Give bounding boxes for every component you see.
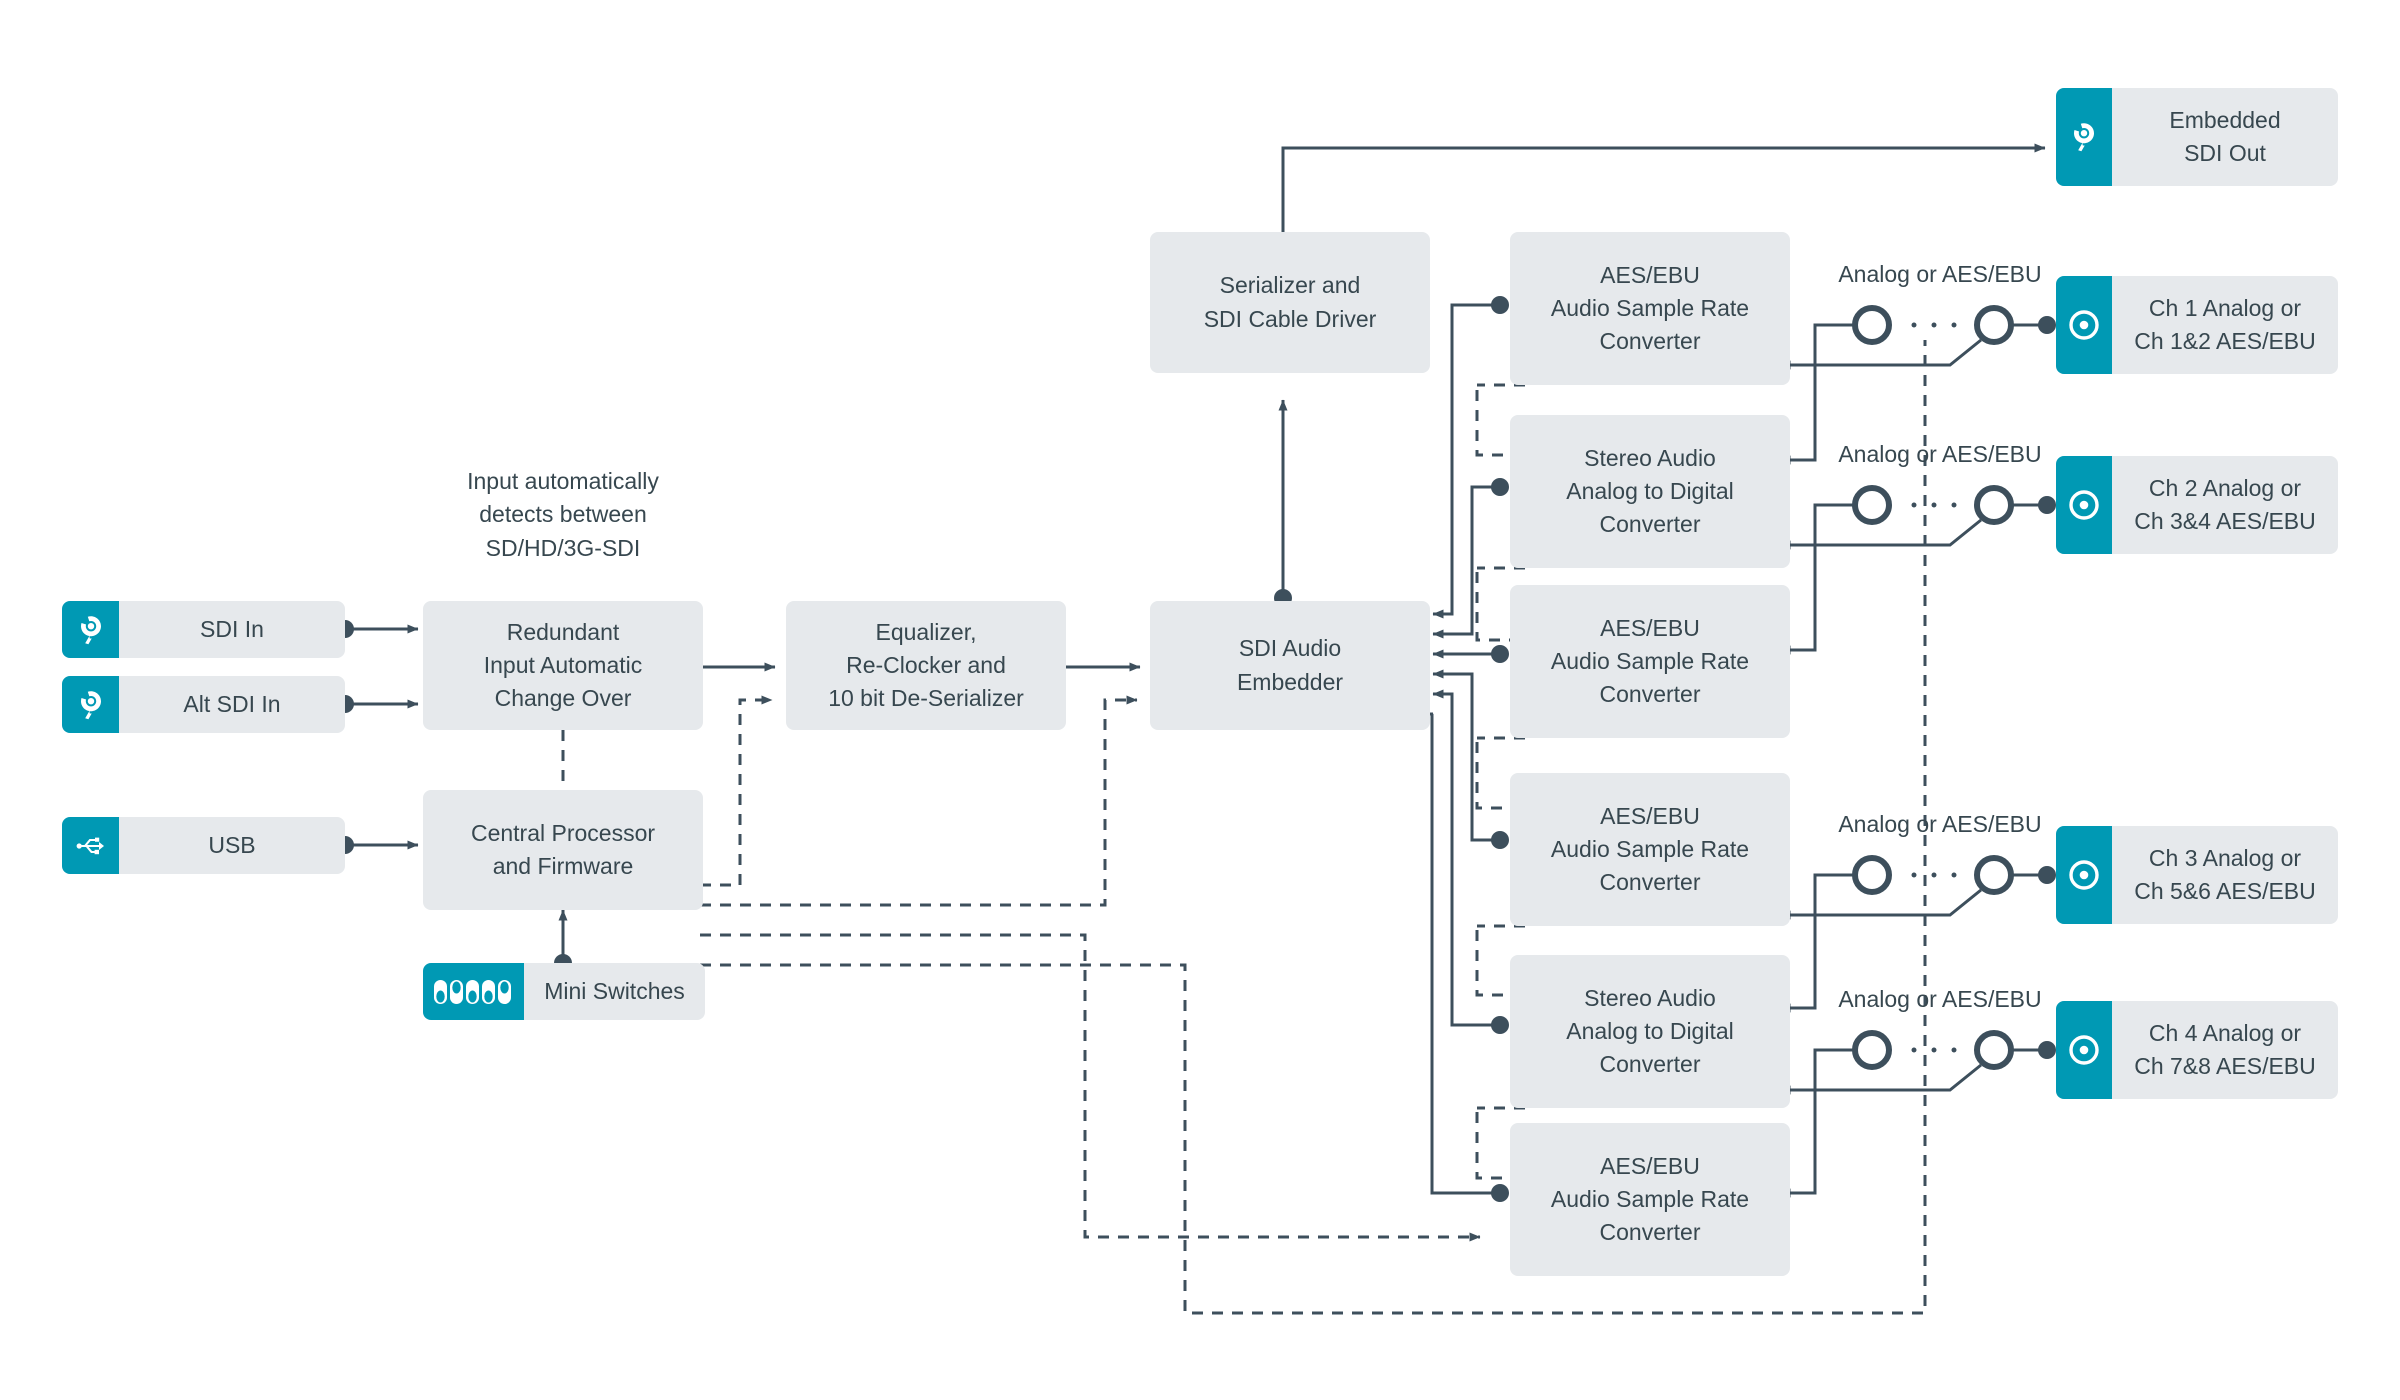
block-converter-4[interactable]: AES/EBU Audio Sample Rate Converter [1510,773,1790,926]
block-line: 10 bit De-Serializer [828,685,1024,712]
block-line: Redundant [506,618,620,645]
block-line: Embedder [1236,668,1344,695]
block-line: Converter [1599,869,1701,896]
input-label: Alt SDI In [119,676,345,733]
block-line: Audio Sample Rate [1550,294,1750,321]
output-line: SDI Out [2184,140,2266,166]
mini-switches-label-wrap: Mini Switches [524,963,705,1020]
input-usb-label: USB [208,832,256,859]
audio-channel-ch3[interactable]: Ch 3 Analog or Ch 5&6 AES/EBU [2056,826,2338,924]
block-line: Analog to Digital [1566,477,1734,504]
block-line: Central Processor [470,819,656,846]
output-embedded-sdi-out[interactable]: Embedded SDI Out [2056,88,2338,186]
sdi-connector-icon [62,676,119,733]
block-converter-6[interactable]: AES/EBU Audio Sample Rate Converter [1510,1123,1790,1276]
audio-connector-icon [2056,456,2112,554]
block-line: Converter [1599,681,1701,708]
input-alt-sdi-in[interactable]: Alt SDI In [62,676,345,733]
audio-channel-line: Ch 5&6 AES/EBU [2134,878,2316,904]
audio-connector-icon [2056,276,2112,374]
mini-switches[interactable]: Mini Switches [423,963,705,1020]
caption-line: detects between [479,501,647,528]
block-equalizer[interactable]: Equalizer, Re-Clocker and 10 bit De-Seri… [786,601,1066,730]
audio-channel-label-wrap: Ch 1 Analog or Ch 1&2 AES/EBU [2112,276,2338,374]
block-line: Converter [1599,1219,1701,1246]
audio-connector-icon [2056,826,2112,924]
block-line: Converter [1599,328,1701,355]
input-usb[interactable]: USB [62,817,345,874]
usb-icon [62,817,119,874]
audio-channel-ch4[interactable]: Ch 4 Analog or Ch 7&8 AES/EBU [2056,1001,2338,1099]
audio-channel-line: Ch 7&8 AES/EBU [2134,1053,2316,1079]
block-line: Re-Clocker and [846,651,1006,678]
block-converter-2[interactable]: Stereo Audio Analog to Digital Converter [1510,415,1790,568]
caption-analog-or-aes-ch2: Analog or AES/EBU [1838,441,2042,467]
block-serializer[interactable]: Serializer and SDI Cable Driver [1150,232,1430,373]
block-line: AES/EBU [1600,261,1700,288]
block-sdi-audio-embedder[interactable]: SDI Audio Embedder [1150,601,1430,730]
audio-channel-line: Ch 1 Analog or [2148,295,2302,322]
block-line: Stereo Audio [1584,444,1716,471]
input-label: USB [119,817,345,874]
output-line: Embedded [2169,107,2281,134]
audio-channel-line: Ch 3&4 AES/EBU [2134,508,2316,534]
input-alt-sdi-in-label: Alt SDI In [183,691,281,718]
audio-channel-label-wrap: Ch 2 Analog or Ch 3&4 AES/EBU [2112,456,2338,554]
block-line: Converter [1599,1051,1701,1078]
caption-input-auto-detect: Input automatically detects between SD/H… [443,465,683,565]
block-converter-5[interactable]: Stereo Audio Analog to Digital Converter [1510,955,1790,1108]
audio-connector-icon [2056,1001,2112,1099]
dip-switches-icon [423,963,524,1020]
input-sdi-in-label: SDI In [200,616,264,643]
block-line: Serializer and [1219,272,1361,299]
output-label-wrap: Embedded SDI Out [2112,88,2338,186]
sdi-connector-icon [62,601,119,658]
block-line: Audio Sample Rate [1550,647,1750,674]
block-line: Converter [1599,511,1701,538]
audio-channel-line: Ch 3 Analog or [2148,845,2302,872]
input-label: SDI In [119,601,345,658]
audio-channel-ch2[interactable]: Ch 2 Analog or Ch 3&4 AES/EBU [2056,456,2338,554]
block-line: SDI Audio [1238,635,1342,662]
block-line: and Firmware [492,853,634,879]
caption-line: SD/HD/3G-SDI [485,534,641,561]
audio-channel-line: Ch 4 Analog or [2148,1020,2302,1047]
block-line: AES/EBU [1600,1152,1700,1179]
caption-analog-or-aes-ch1: Analog or AES/EBU [1838,261,2042,287]
block-line: Audio Sample Rate [1550,1185,1750,1212]
input-sdi-in[interactable]: SDI In [62,601,345,658]
block-line: Audio Sample Rate [1550,835,1750,862]
audio-channel-label-wrap: Ch 4 Analog or Ch 7&8 AES/EBU [2112,1001,2338,1099]
caption-analog-or-aes-ch4: Analog or AES/EBU [1838,986,2042,1012]
block-central-processor[interactable]: Central Processor and Firmware [423,790,703,910]
block-converter-3[interactable]: AES/EBU Audio Sample Rate Converter [1510,585,1790,738]
block-converter-1[interactable]: AES/EBU Audio Sample Rate Converter [1510,232,1790,385]
caption-line: Input automatically [467,468,659,494]
mini-switches-label: Mini Switches [544,978,685,1005]
block-line: Input Automatic [483,651,643,678]
block-line: AES/EBU [1600,614,1700,641]
block-redundant-input[interactable]: Redundant Input Automatic Change Over [423,601,703,730]
caption-analog-or-aes-ch3: Analog or AES/EBU [1838,811,2042,837]
block-line: Change Over [494,685,632,712]
sdi-connector-icon [2056,88,2112,186]
audio-channel-label-wrap: Ch 3 Analog or Ch 5&6 AES/EBU [2112,826,2338,924]
block-line: SDI Cable Driver [1203,305,1377,332]
audio-channel-ch1[interactable]: Ch 1 Analog or Ch 1&2 AES/EBU [2056,276,2338,374]
audio-channel-line: Ch 1&2 AES/EBU [2134,328,2316,354]
block-line: Analog to Digital [1566,1017,1734,1044]
block-line: AES/EBU [1600,802,1700,829]
audio-channel-line: Ch 2 Analog or [2148,475,2302,502]
block-line: Equalizer, [875,618,977,645]
block-line: Stereo Audio [1584,984,1716,1011]
